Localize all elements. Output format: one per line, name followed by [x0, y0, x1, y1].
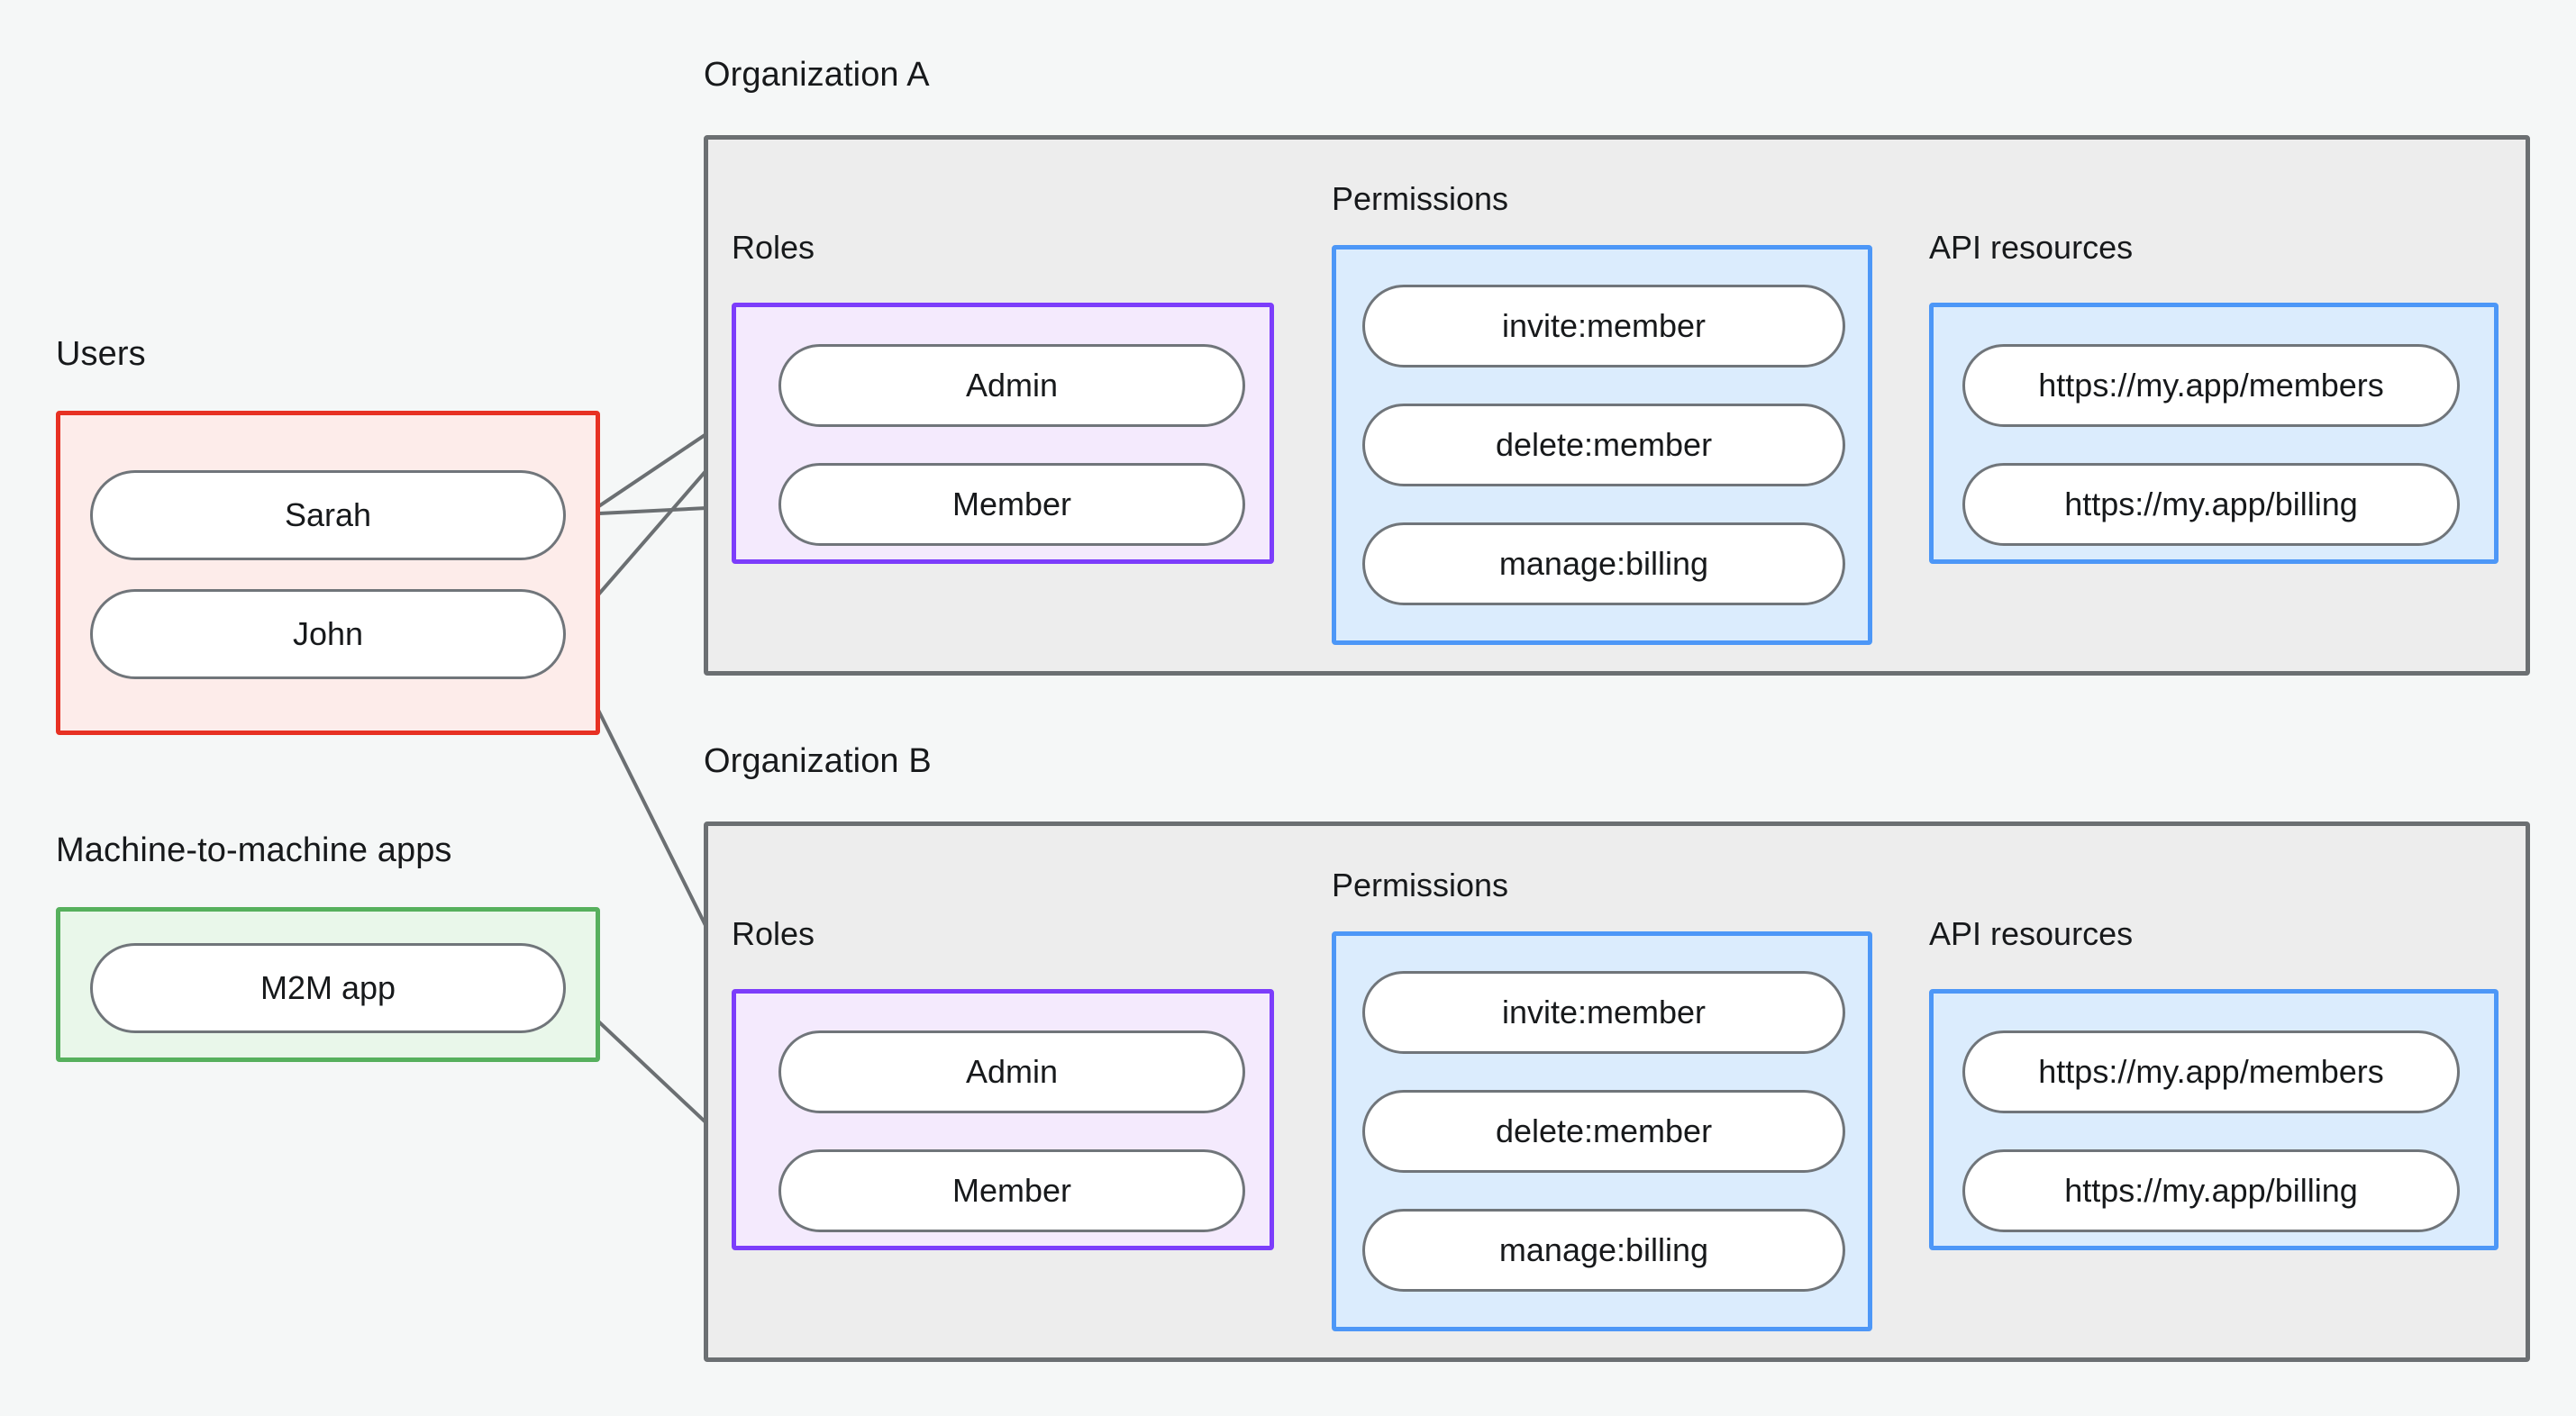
- org-a-permission-manage-billing[interactable]: manage:billing: [1362, 522, 1845, 605]
- org-b-permission-invite-member[interactable]: invite:member: [1362, 971, 1845, 1054]
- org-a-api-resource-billing[interactable]: https://my.app/billing: [1962, 463, 2460, 546]
- user-node-sarah[interactable]: Sarah: [90, 470, 566, 560]
- org-a-permission-invite-member[interactable]: invite:member: [1362, 285, 1845, 368]
- org-b-api-resources-label: API resources: [1929, 915, 2134, 952]
- org-b-api-resource-billing[interactable]: https://my.app/billing: [1962, 1149, 2460, 1232]
- org-a-roles-label: Roles: [732, 229, 815, 266]
- org-b-permission-delete-member[interactable]: delete:member: [1362, 1090, 1845, 1173]
- user-node-john[interactable]: John: [90, 589, 566, 679]
- users-group-label: Users: [56, 335, 146, 373]
- users-group-box[interactable]: [56, 411, 600, 735]
- m2m-node-app[interactable]: M2M app: [90, 943, 566, 1033]
- org-a-api-resources-label: API resources: [1929, 229, 2134, 266]
- org-b-permission-manage-billing[interactable]: manage:billing: [1362, 1209, 1845, 1292]
- org-a-permission-delete-member[interactable]: delete:member: [1362, 404, 1845, 486]
- org-b-role-admin[interactable]: Admin: [778, 1030, 1245, 1113]
- org-a-role-admin[interactable]: Admin: [778, 344, 1245, 427]
- org-a-api-resource-members[interactable]: https://my.app/members: [1962, 344, 2460, 427]
- org-b-api-resource-members[interactable]: https://my.app/members: [1962, 1030, 2460, 1113]
- org-a-permissions-label: Permissions: [1332, 180, 1509, 217]
- org-b-roles-label: Roles: [732, 915, 815, 952]
- m2m-group-label: Machine-to-machine apps: [56, 831, 452, 869]
- org-b-role-member[interactable]: Member: [778, 1149, 1245, 1232]
- org-a-label: Organization A: [704, 56, 930, 94]
- org-b-permissions-label: Permissions: [1332, 867, 1509, 903]
- org-b-label: Organization B: [704, 742, 932, 780]
- org-a-role-member[interactable]: Member: [778, 463, 1245, 546]
